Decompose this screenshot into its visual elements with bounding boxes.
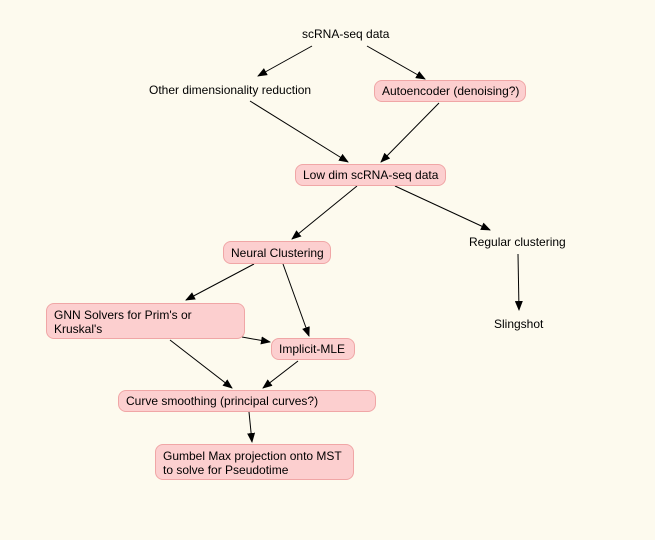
node-slingshot: Slingshot — [494, 317, 544, 331]
node-implicit-mle-label: Implicit-MLE — [279, 342, 346, 356]
edge-implicit-mle-to-curve-smoothing — [262, 360, 299, 389]
node-autoencoder-label: Autoencoder (denoising?) — [382, 84, 520, 98]
node-curve-smoothing: Curve smoothing (principal curves?) — [118, 390, 376, 412]
node-other-dimensionality-reduction: Other dimensionality reduction — [149, 83, 312, 97]
node-autoencoder: Autoencoder (denoising?) — [374, 80, 526, 102]
edge-lowdim-to-neural-clustering — [291, 185, 358, 240]
edge-neural-clustering-to-implicit-mle — [282, 263, 310, 337]
node-neural-clustering-label: Neural Clustering — [231, 245, 324, 260]
edge-regular-clustering-to-slingshot — [514, 253, 523, 311]
edge-other-dimred-to-lowdim — [249, 100, 349, 163]
node-implicit-mle: Implicit-MLE — [271, 338, 355, 360]
node-gnn-solvers: GNN Solvers for Prim's or Kruskal's — [46, 303, 245, 339]
node-gumbel-line-2: to solve for Pseudotime — [163, 463, 289, 477]
edge-curve-smoothing-to-gumbel — [247, 411, 256, 443]
edge-scrna-to-other-dimred — [257, 45, 313, 77]
edge-scrna-to-autoencoder — [366, 45, 426, 80]
node-low-dim-scrna-seq-data: Low dim scRNA-seq data — [295, 164, 446, 186]
edge-gnn-to-curve-smoothing — [169, 339, 233, 389]
edge-gnn-to-implicit-mle — [241, 336, 271, 345]
node-curve-smoothing-label: Curve smoothing (principal curves?) — [126, 394, 319, 408]
edge-lowdim-to-regular-clustering — [394, 185, 491, 231]
edge-autoencoder-to-lowdim — [380, 102, 440, 163]
node-low-dim-label: Low dim scRNA-seq data — [303, 168, 439, 182]
node-neural-clustering: Neural Clustering — [223, 241, 331, 264]
node-scrna-seq-data: scRNA-seq data — [302, 27, 390, 41]
edge-neural-clustering-to-gnn — [185, 263, 255, 301]
node-gnn-solvers-label: GNN Solvers for Prim's or Kruskal's — [54, 308, 192, 336]
node-gumbel-line-1: Gumbel Max projection onto MST — [163, 449, 342, 463]
node-regular-clustering: Regular clustering — [469, 235, 566, 249]
node-gumbel-max-projection: Gumbel Max projection onto MST to solve … — [155, 444, 354, 480]
